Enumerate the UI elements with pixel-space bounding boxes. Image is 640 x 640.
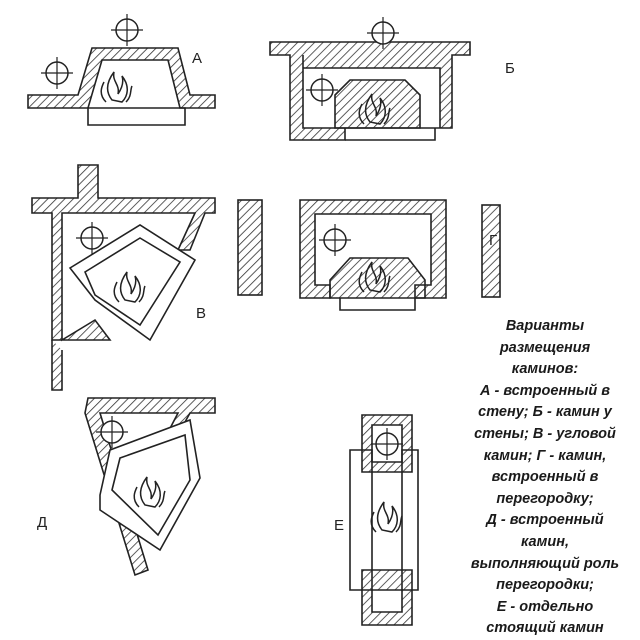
variant-e-freestanding [349,414,419,626]
caption-line: стену; Б - камин у [478,404,612,421]
partition-wall-left [237,199,263,296]
variant-a-built-in-wall [27,13,216,126]
caption: Варианты размещения каминов: А - встроен… [450,316,640,640]
caption-line: размещения [499,339,591,356]
label-e: Е [334,517,345,534]
label-d: Д [37,514,48,531]
caption-line: перегородки; [496,577,594,594]
caption-line: Е - отдельно [496,598,594,615]
caption-line: каминов: [511,361,579,378]
caption-line: Д - встроенный [486,512,604,529]
partition-wall-right [481,204,501,298]
label-b: Б [505,60,515,77]
caption-line: стены; В - угловой [474,425,616,442]
caption-line: стоящий камин [486,620,604,637]
variant-g-in-partition [299,199,447,311]
variant-b-by-wall [269,16,471,141]
variant-d-partition-role [84,397,216,577]
caption-line: камин; Г - камин, [483,447,607,464]
label-g: Г [489,232,498,249]
caption-line: Варианты [505,318,585,334]
caption-line: выполняющий роль [470,555,620,572]
label-v: В [196,305,207,322]
caption-line: перегородку; [496,490,594,507]
variant-v-corner [31,164,216,391]
caption-line: А - встроенный в [479,382,611,399]
caption-line: камин, [521,533,569,550]
caption-line: встроенный в [491,469,599,486]
label-a: А [192,50,203,67]
